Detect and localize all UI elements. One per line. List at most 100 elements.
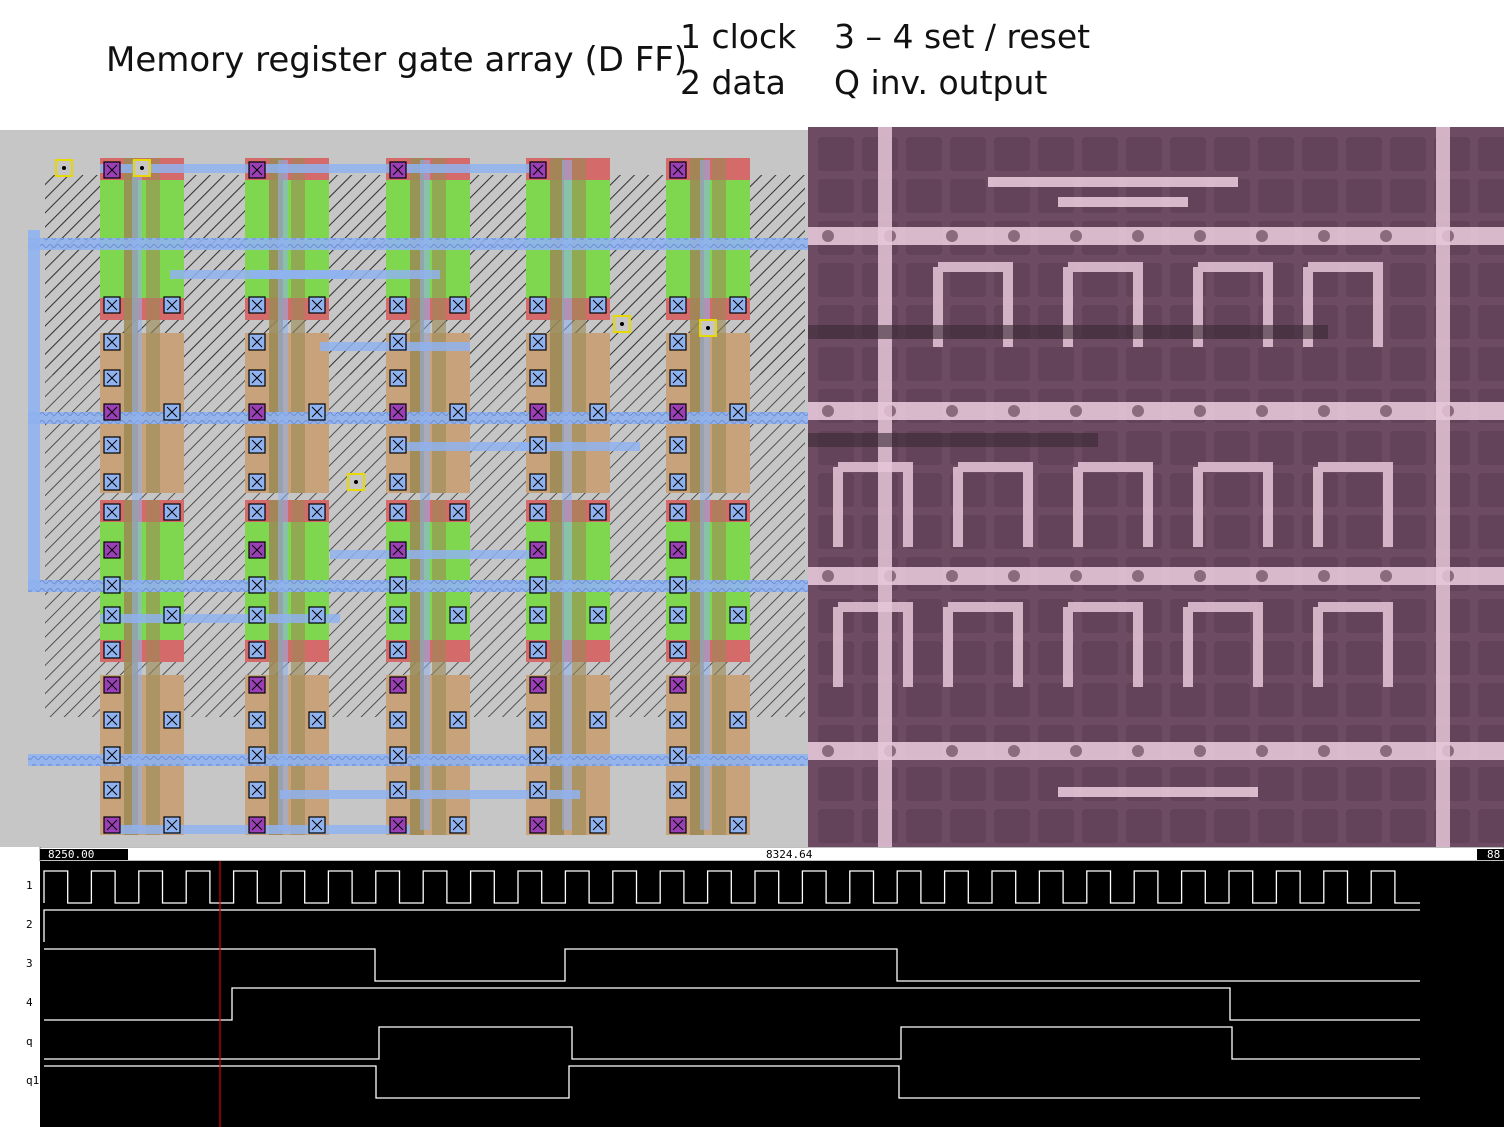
cell-tile (994, 809, 1030, 843)
contact-mark (251, 476, 263, 488)
contact-mark (106, 819, 118, 831)
cell-tile (950, 809, 986, 843)
contact-mark (672, 336, 684, 348)
cell-tile (1082, 473, 1118, 507)
contact-mark (532, 439, 544, 451)
cell-tile (1390, 809, 1426, 843)
cell-tile (1478, 683, 1504, 717)
metal-line (100, 164, 530, 173)
cell-tile (1214, 137, 1250, 171)
cell-tile (1390, 305, 1426, 339)
metal-bracket (833, 462, 913, 547)
cell-tile (1390, 431, 1426, 465)
cell-tile (950, 137, 986, 171)
cell-tile (906, 683, 942, 717)
contact-mark (166, 406, 178, 418)
cell-tile (818, 179, 854, 213)
contact-mark (392, 299, 404, 311)
contact-mark (732, 819, 744, 831)
contact-mark (392, 372, 404, 384)
via (822, 405, 834, 417)
cell-tile (1478, 599, 1504, 633)
via (1132, 405, 1144, 417)
via (1008, 230, 1020, 242)
contact-mark (392, 579, 404, 591)
cell-tile (1258, 809, 1294, 843)
cell-tile (1302, 137, 1338, 171)
contact-mark (532, 714, 544, 726)
contact-mark (532, 506, 544, 518)
cell-tile (1346, 347, 1382, 381)
contact-mark (106, 579, 118, 591)
cell-tile (1478, 515, 1504, 549)
contact-mark (592, 406, 604, 418)
cell-tile (818, 683, 854, 717)
signal-trace-1 (43, 870, 1420, 904)
contact-mark (452, 406, 464, 418)
cell-tile (1258, 137, 1294, 171)
contact-mark (311, 819, 323, 831)
via (1194, 230, 1206, 242)
cell-tile (1346, 809, 1382, 843)
contact-mark (106, 644, 118, 656)
cell-tile (1214, 515, 1250, 549)
contact-mark (732, 609, 744, 621)
contact-mark (392, 679, 404, 691)
metal-bus-texture (28, 412, 808, 424)
contact-mark (251, 372, 263, 384)
contact-mark (672, 679, 684, 691)
cell-tile (1214, 809, 1250, 843)
metal-line (520, 442, 640, 451)
contact-mark (592, 819, 604, 831)
contact-mark (251, 406, 263, 418)
cell-tile (1390, 179, 1426, 213)
pin-inverted-output: Q inv. output (834, 63, 1048, 102)
signal-trace-4 (44, 987, 1420, 1021)
contact-mark (452, 609, 464, 621)
contact-mark (392, 544, 404, 556)
metal-bracket (1193, 462, 1273, 547)
cell-tile (1390, 683, 1426, 717)
cell-tile (1346, 137, 1382, 171)
contact-mark (311, 714, 323, 726)
cell-tile (1214, 431, 1250, 465)
cell-tile (1038, 347, 1074, 381)
metal-bus-texture (28, 580, 808, 592)
metal-line (100, 614, 340, 623)
cell-tile (1214, 473, 1250, 507)
contact-mark (166, 609, 178, 621)
cell-tile (906, 179, 942, 213)
metal-line (988, 177, 1238, 187)
cell-tile (1390, 515, 1426, 549)
contact-mark (392, 749, 404, 761)
contact-mark (392, 336, 404, 348)
contact-mark (532, 372, 544, 384)
contact-mark (106, 544, 118, 556)
cell-tile (950, 641, 986, 675)
cell-tile (1346, 431, 1382, 465)
contact-mark (166, 506, 178, 518)
pin-dot (620, 322, 624, 326)
cell-tile (1258, 599, 1294, 633)
contact-mark (166, 819, 178, 831)
contact-mark (592, 714, 604, 726)
cell-tile (1478, 641, 1504, 675)
contact-mark (251, 336, 263, 348)
poly-stripe (291, 158, 305, 493)
cell-tile (818, 809, 854, 843)
contact-mark (106, 784, 118, 796)
via (822, 230, 834, 242)
cell-tile (1126, 137, 1162, 171)
via (1318, 745, 1330, 757)
pin-dot (706, 326, 710, 330)
metal-bus (808, 227, 1504, 245)
contact-mark (311, 406, 323, 418)
cell-tile (1302, 347, 1338, 381)
contact-mark (392, 406, 404, 418)
contact-mark (672, 439, 684, 451)
contact-mark (672, 372, 684, 384)
contact-mark (251, 164, 263, 176)
contact-mark (251, 506, 263, 518)
via (946, 405, 958, 417)
metal-riser (420, 160, 430, 830)
